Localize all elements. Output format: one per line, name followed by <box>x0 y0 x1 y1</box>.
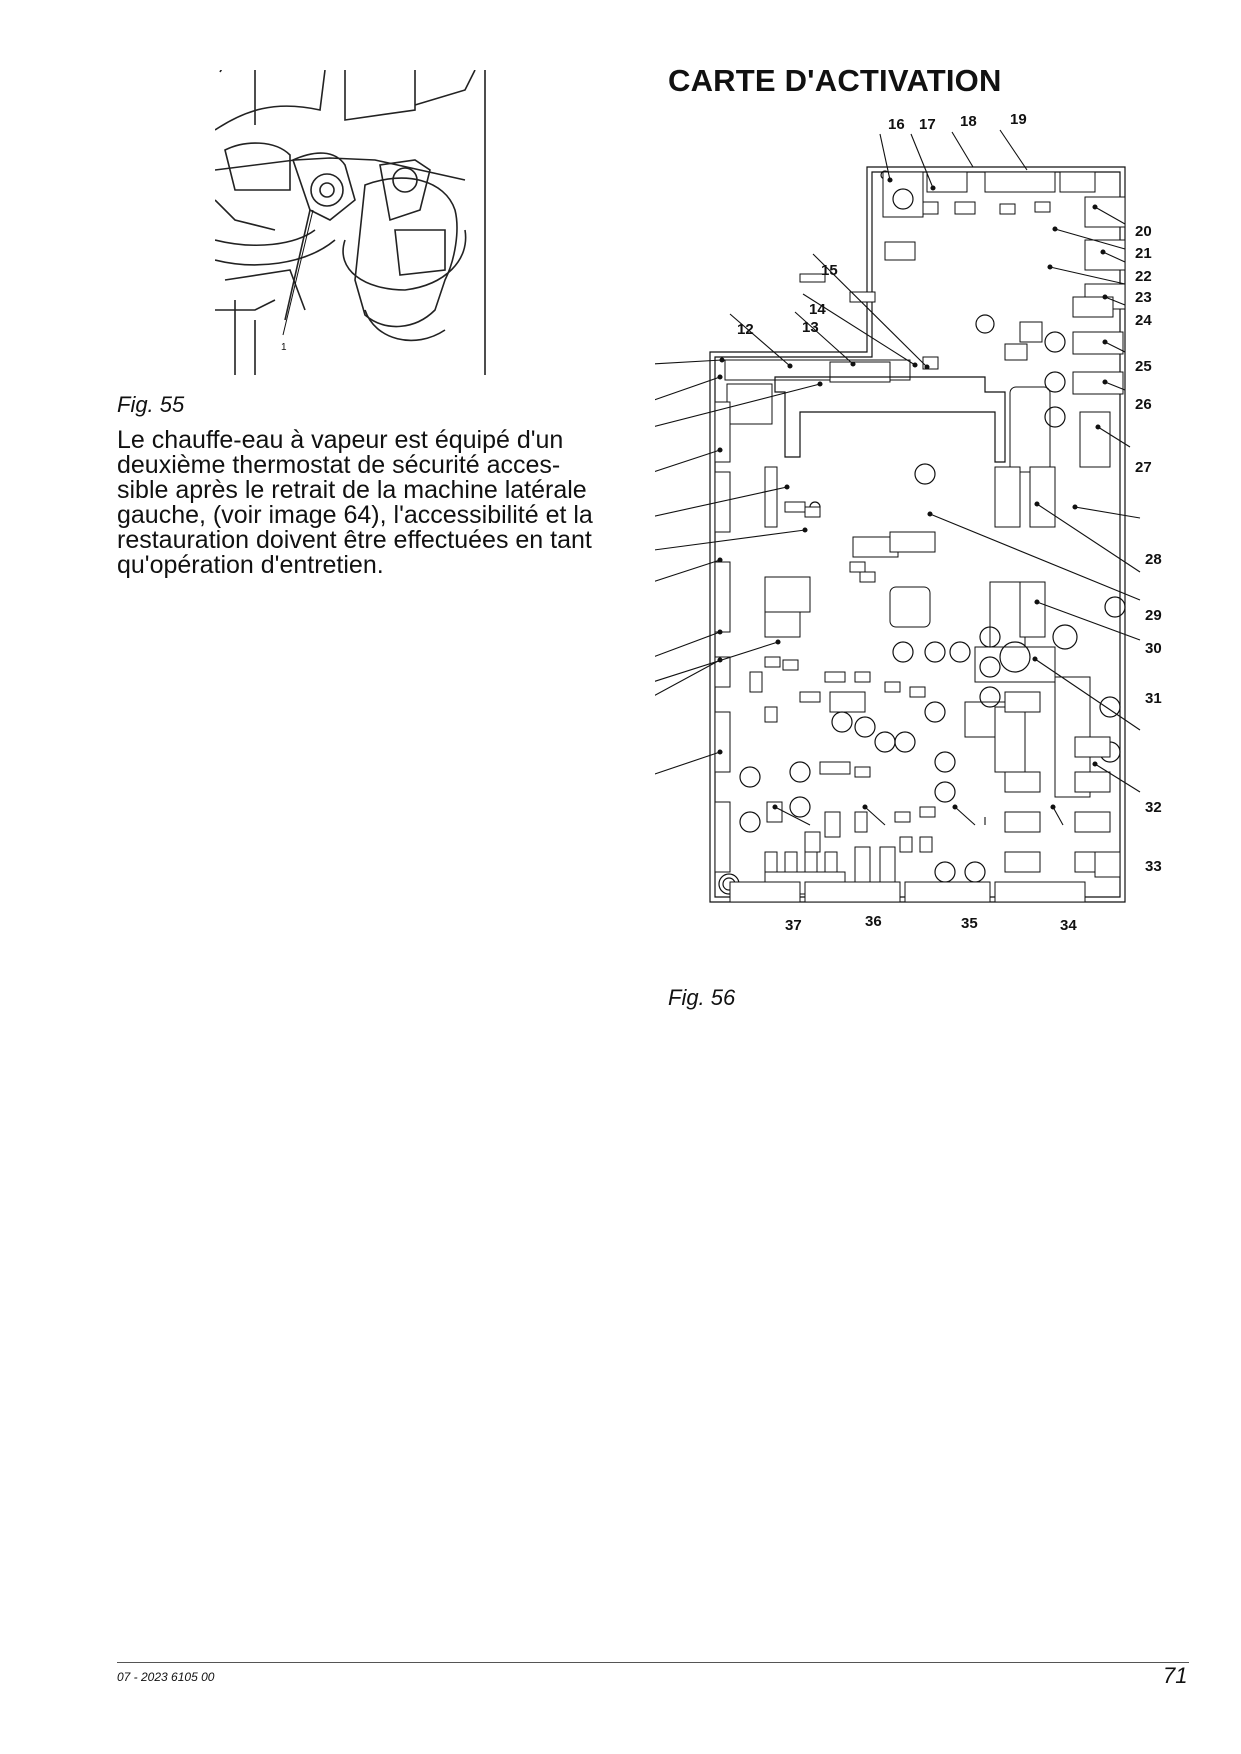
footer-document-reference: 07 - 2023 6105 00 <box>117 1670 215 1684</box>
figure-55-caption: Fig. 55 <box>117 392 185 417</box>
callout-19: 19 <box>1010 112 1027 128</box>
callout-25: 25 <box>1135 358 1152 375</box>
footer-divider <box>117 1662 1189 1663</box>
figure-55-illustration: 1 <box>215 70 486 375</box>
callout-15: 15 <box>821 262 838 279</box>
figure-56-caption: Fig. 56 <box>668 985 736 1010</box>
figure-56-board-diagram: 11 10 9 8 7 6 5 4 3 2 1 12 13 14 15 16 1… <box>655 112 1162 934</box>
callout-20: 20 <box>1135 223 1152 240</box>
body-paragraph: Le chauffe-eau à vapeur est équipé d'un … <box>117 428 637 578</box>
body-line: gauche, (voir image 64), l'accessibilité… <box>117 501 593 529</box>
callout-31: 31 <box>1145 690 1162 707</box>
callout-17: 17 <box>919 116 936 133</box>
callout-23: 23 <box>1135 289 1152 306</box>
body-line: sible après le retrait de la machine lat… <box>117 476 587 504</box>
callout-21: 21 <box>1135 245 1152 262</box>
callout-30: 30 <box>1145 640 1162 657</box>
callout-27: 27 <box>1135 459 1152 476</box>
section-title: CARTE D'ACTIVATION <box>668 63 1002 98</box>
callout-28: 28 <box>1145 551 1162 568</box>
callout-22: 22 <box>1135 268 1152 285</box>
callout-13: 13 <box>802 319 819 336</box>
body-line: Le chauffe-eau à vapeur est équipé d'un <box>117 426 564 454</box>
callout-29: 29 <box>1145 607 1162 624</box>
body-line: deuxième thermostat de sécurité acces- <box>117 451 561 479</box>
callout-14: 14 <box>809 301 826 318</box>
callout-18: 18 <box>960 113 977 130</box>
callout-24: 24 <box>1135 312 1152 329</box>
callout-32: 32 <box>1145 799 1162 816</box>
figure-55-callout: 1 <box>281 342 287 353</box>
callout-26: 26 <box>1135 396 1152 413</box>
body-line: restauration doivent être effectuées en … <box>117 526 592 554</box>
body-line: qu'opération d'entretien. <box>117 551 384 579</box>
callout-16: 16 <box>888 116 905 133</box>
page-number: 71 <box>1163 1663 1188 1688</box>
callout-12: 12 <box>737 321 754 338</box>
callout-35: 35 <box>961 915 978 932</box>
callout-33: 33 <box>1145 858 1162 875</box>
board-callouts: 11 10 9 8 7 6 5 4 3 2 1 12 13 14 15 16 1… <box>737 112 1162 934</box>
callout-36: 36 <box>865 913 882 930</box>
board-outline <box>709 166 1126 903</box>
callout-34: 34 <box>1060 917 1077 934</box>
callout-37: 37 <box>785 917 802 934</box>
